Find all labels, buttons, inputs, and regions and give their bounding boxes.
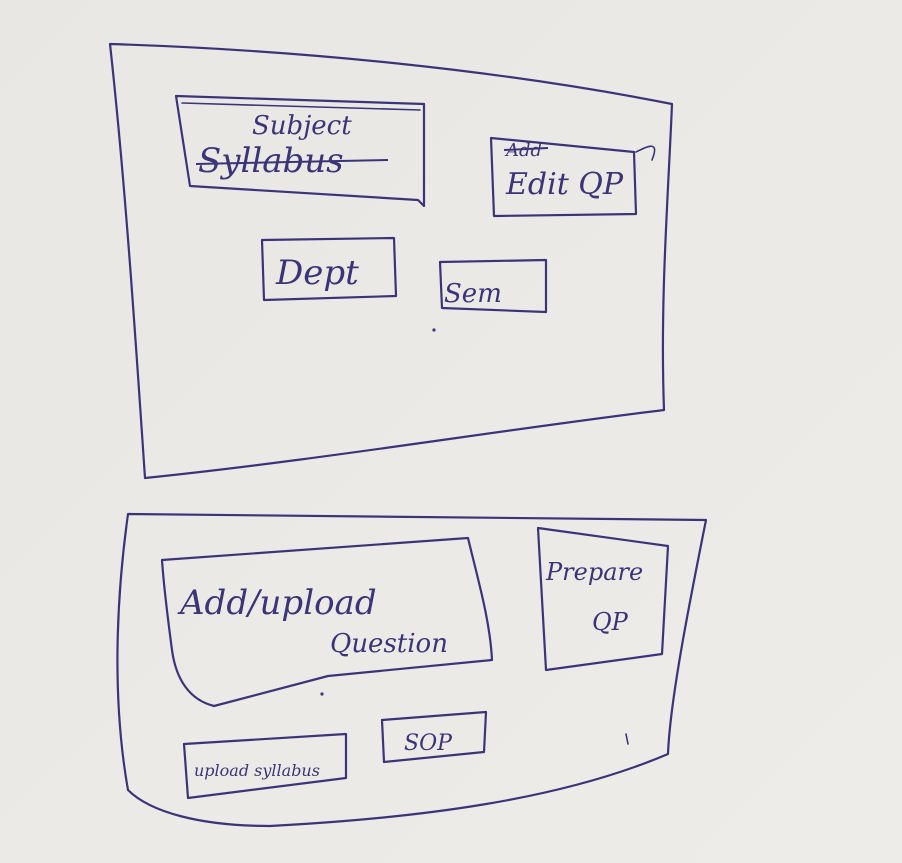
subject-box-outline bbox=[174, 94, 426, 208]
bottom-panel-frame bbox=[116, 512, 708, 828]
add-strikethrough bbox=[503, 147, 549, 151]
subject-box-label: Subject bbox=[252, 111, 352, 141]
sop-label: SOP bbox=[404, 731, 453, 756]
edit-qp-box[interactable]: Add Edit QP bbox=[489, 136, 656, 218]
edit-qp-box-struck-label: Add bbox=[504, 140, 542, 161]
add-upload-question-line2: Question bbox=[330, 629, 448, 659]
edit-qp-box-outline bbox=[489, 136, 638, 218]
upload-syllabus-label: upload syllabus bbox=[194, 761, 320, 780]
upload-syllabus-box[interactable]: upload syllabus bbox=[182, 732, 348, 800]
sem-box[interactable]: Sem bbox=[438, 258, 548, 314]
prepare-qp-line1: Prepare bbox=[545, 558, 643, 586]
syllabus-strikethrough bbox=[195, 159, 389, 165]
stray-ink-dot bbox=[432, 328, 436, 332]
upload-syllabus-outline bbox=[182, 732, 348, 800]
subject-box[interactable]: Subject Syllabus bbox=[174, 94, 426, 208]
sop-outline bbox=[380, 710, 488, 764]
add-upload-question-outline bbox=[160, 536, 494, 708]
dept-box[interactable]: Dept bbox=[260, 236, 398, 302]
subject-box-inner-line bbox=[181, 102, 421, 111]
top-panel-frame bbox=[108, 42, 674, 480]
sem-box-outline bbox=[438, 258, 548, 314]
add-upload-question-line1: Add/upload bbox=[177, 583, 377, 623]
dept-box-outline bbox=[260, 236, 398, 302]
stray-ink-dot-bottom bbox=[320, 692, 324, 696]
dept-box-label: Dept bbox=[275, 253, 359, 293]
edit-qp-box-label: Edit QP bbox=[505, 167, 624, 202]
sop-box[interactable]: SOP bbox=[380, 710, 488, 764]
edit-qp-box-corner-mark bbox=[635, 145, 656, 161]
stray-ink-tick bbox=[625, 733, 629, 745]
top-panel: Subject Syllabus Add Edit QP Dept Sem bbox=[108, 42, 674, 480]
prepare-qp-outline bbox=[536, 526, 670, 672]
bottom-panel: Add/upload Question Prepare QP upload sy… bbox=[116, 512, 708, 828]
sem-box-label: Sem bbox=[444, 279, 502, 309]
prepare-qp-line2: QP bbox=[592, 608, 629, 636]
prepare-qp-box[interactable]: Prepare QP bbox=[536, 526, 670, 672]
add-upload-question-box[interactable]: Add/upload Question bbox=[160, 536, 494, 708]
